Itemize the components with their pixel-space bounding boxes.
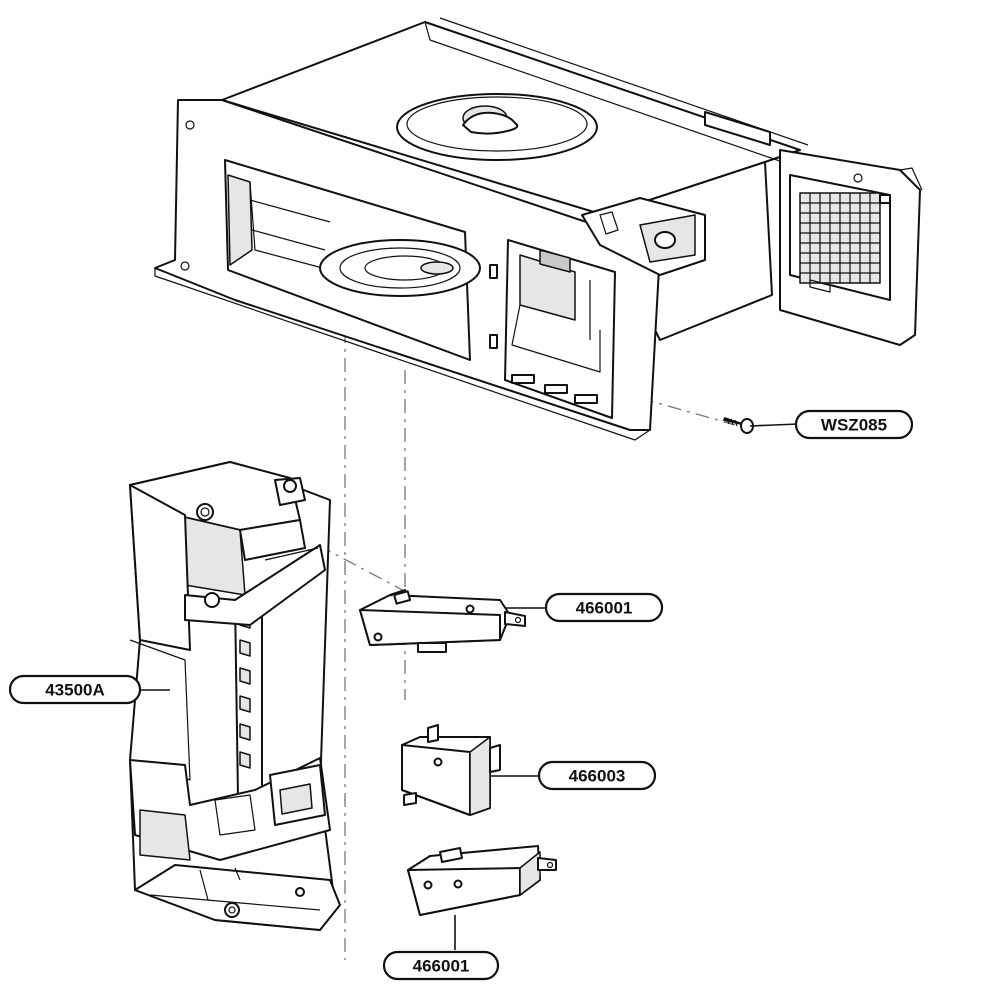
callout-466001-top: 466001 — [544, 592, 664, 623]
leader-lines — [138, 423, 799, 950]
micro-switch-bottom — [407, 845, 557, 916]
door-latch-board — [129, 461, 341, 931]
callout-wsz085: WSZ085 — [794, 409, 914, 440]
callout-466003: 466003 — [537, 760, 657, 791]
micro-switch-top — [359, 589, 526, 653]
callout-label: 43500A — [45, 681, 105, 700]
callout-label: 466003 — [569, 767, 626, 786]
callout-label: 466001 — [576, 599, 633, 618]
microwave-cavity-assembly — [154, 17, 923, 441]
screw — [723, 417, 754, 434]
callout-43500a: 43500A — [8, 674, 142, 705]
callout-466001-bottom: 466001 — [382, 950, 500, 981]
micro-switch-middle — [401, 724, 501, 816]
callout-label: 466001 — [413, 957, 470, 976]
callout-label: WSZ085 — [821, 416, 887, 435]
